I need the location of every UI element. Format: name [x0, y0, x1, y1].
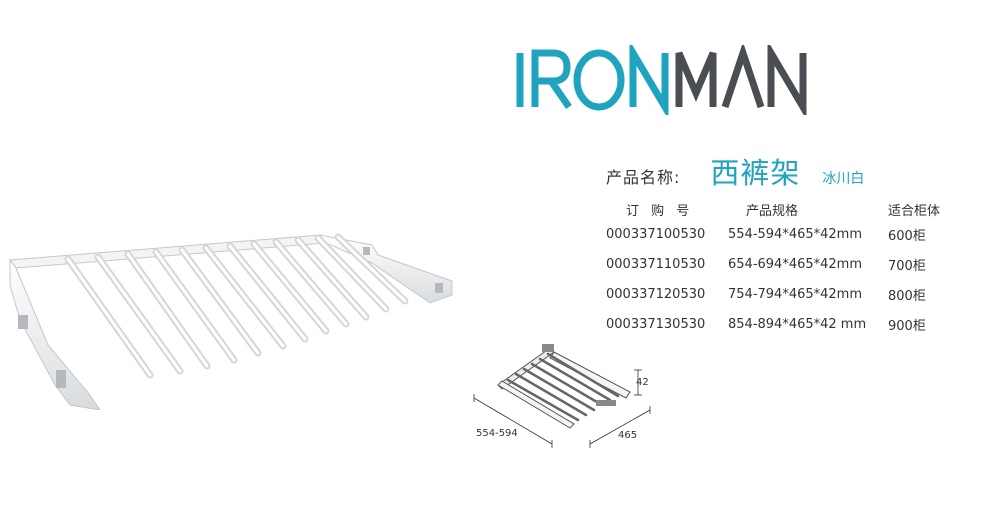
header-cabinet: 适合柜体	[888, 203, 941, 219]
cabinet: 800柜	[888, 288, 926, 304]
order-no: 000337120530	[606, 286, 706, 302]
spec: 654-694*465*42mm	[728, 256, 862, 272]
spec: 754-794*465*42mm	[728, 286, 862, 302]
dim-depth: 465	[618, 430, 638, 441]
ironman-logo	[516, 45, 807, 115]
product-name: 西裤架	[710, 156, 801, 190]
header-order-no: 订 购 号	[626, 203, 694, 219]
product-name-row: 产品名称: 西裤架 冰川白	[606, 150, 864, 192]
dim-width: 554-594	[476, 428, 518, 439]
cabinet: 700柜	[888, 258, 926, 274]
dimension-diagram	[473, 344, 651, 448]
order-no: 000337100530	[606, 226, 706, 242]
table-row: 000337110530 654-694*465*42mm 700柜	[606, 249, 958, 279]
product-color: 冰川白	[822, 171, 865, 187]
dim-height: 42	[636, 377, 649, 388]
table-row: 000337120530 754-794*465*42mm 800柜	[606, 279, 958, 309]
product-name-label: 产品名称:	[606, 168, 681, 187]
spec: 854-894*465*42 mm	[728, 316, 867, 332]
cabinet: 600柜	[888, 228, 926, 244]
table-header: 订 购 号 产品规格 适合柜体	[606, 199, 958, 219]
order-no: 000337130530	[606, 316, 706, 332]
trouser-rack-image	[9, 233, 453, 410]
table-row: 000337100530 554-594*465*42mm 600柜	[606, 219, 958, 249]
spec: 554-594*465*42mm	[728, 226, 862, 242]
table-row: 000337130530 854-894*465*42 mm 900柜	[606, 309, 958, 339]
spec-table: 订 购 号 产品规格 适合柜体 000337100530 554-594*465…	[606, 199, 958, 339]
header-spec: 产品规格	[746, 203, 799, 219]
order-no: 000337110530	[606, 256, 706, 272]
cabinet: 900柜	[888, 318, 926, 334]
